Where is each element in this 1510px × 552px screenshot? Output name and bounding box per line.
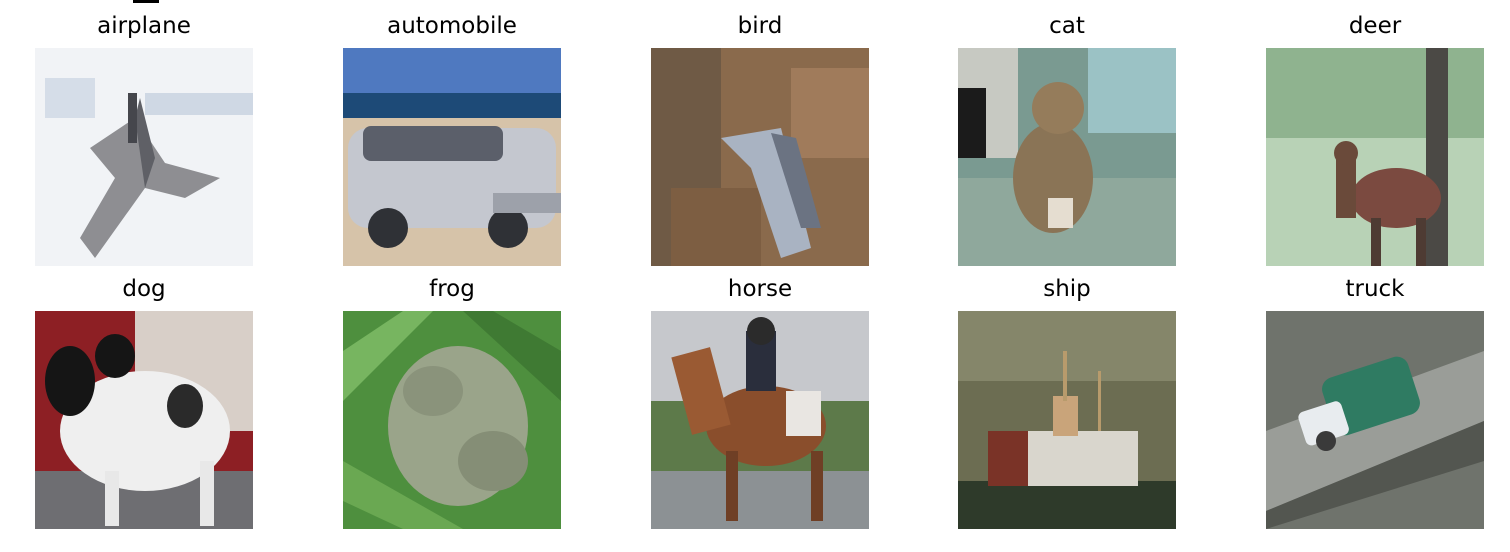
automobile-image [343,48,561,266]
clipped-title-fragment [133,0,159,3]
deer-image [1266,48,1484,266]
class-label: horse [727,276,793,302]
class-label: ship [1043,276,1091,302]
class-label: airplane [97,13,191,39]
class-label: automobile [387,13,517,39]
class-label: cat [1049,13,1085,39]
class-label: bird [737,13,783,39]
class-label: truck [1345,276,1405,302]
class-label: frog [429,276,475,302]
dog-image [35,311,253,529]
truck-image [1266,311,1484,529]
ship-image [958,311,1176,529]
frog-image [343,311,561,529]
bird-image [651,48,869,266]
airplane-image [35,48,253,266]
cat-image [958,48,1176,266]
class-label: deer [1348,13,1402,39]
class-label: dog [122,276,166,302]
horse-image [651,311,869,529]
